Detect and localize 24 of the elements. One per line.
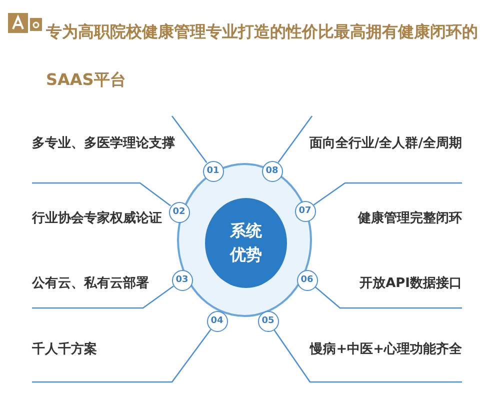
number-badge: 02	[168, 202, 190, 222]
connector-line	[32, 182, 171, 206]
connector-line	[32, 286, 174, 309]
feature-label: 千人千方案	[32, 340, 97, 358]
connector-line	[313, 182, 462, 206]
number-badge: 08	[262, 160, 282, 182]
number-badge: 04	[206, 310, 228, 332]
feature-label: 健康管理完整闭环	[358, 210, 462, 227]
number-badge: 01	[202, 160, 224, 182]
feature-label: 开放API数据接口	[360, 274, 462, 292]
number-badge: 03	[172, 270, 192, 290]
center-circle: 系统优势	[205, 198, 287, 288]
connector-line	[273, 329, 462, 383]
connector-line	[171, 116, 208, 163]
connector-line	[32, 329, 212, 383]
title: 专为高职院校健康管理专业打造的性价比最高拥有健康闭环的SAAS平台	[46, 21, 479, 91]
feature-label: 慢病+中医+心理功能齐全	[310, 340, 462, 358]
feature-label: 公有云、私有云部署	[32, 274, 149, 292]
feature-label: 面向全行业/全人群/全周期	[310, 135, 462, 152]
number-badge: 05	[258, 310, 278, 332]
feature-label: 行业协会专家权威论证	[32, 210, 162, 227]
connector-line	[278, 116, 313, 163]
feature-label: 多专业、多医学理论支撑	[32, 135, 175, 152]
connector-line	[314, 286, 462, 309]
